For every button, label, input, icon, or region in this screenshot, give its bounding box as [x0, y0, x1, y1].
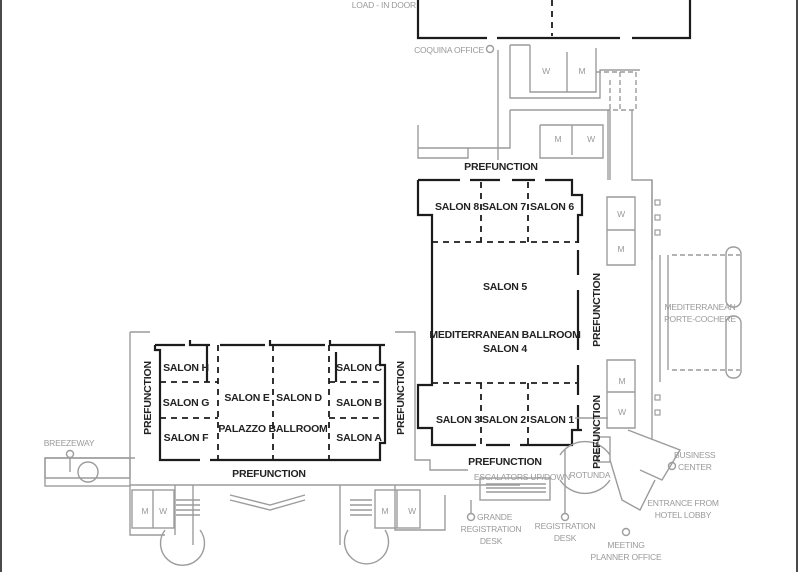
- label-grande-registration-line1: GRANDE: [477, 512, 513, 522]
- restroom-men: M: [382, 506, 389, 516]
- label-salon-3: SALON 3: [436, 414, 480, 426]
- label-prefunction-north: PREFUNCTION: [464, 161, 538, 173]
- label-salon-b: SALON B: [336, 397, 382, 409]
- label-salon-7: SALON 7: [482, 201, 526, 213]
- label-prefunction-west: PREFUNCTION: [142, 361, 154, 435]
- label-meeting-planner-line1: MEETING: [607, 540, 644, 550]
- restroom-men: M: [555, 134, 562, 144]
- label-salon-6: SALON 6: [530, 201, 574, 213]
- label-salon-4: SALON 4: [483, 343, 527, 355]
- palazzo-ballroom-walls: [153, 340, 387, 462]
- label-prefunction-mid: PREFUNCTION: [395, 361, 407, 435]
- restroom-women: W: [159, 506, 167, 516]
- label-salon-c: SALON C: [336, 362, 382, 374]
- restroom-women: W: [408, 506, 416, 516]
- service-area-north: [417, 44, 653, 260]
- label-registration-desk-line2: DESK: [554, 533, 577, 543]
- room-labels: PREFUNCTION SALON 8 SALON 7 SALON 6 SALO…: [142, 161, 603, 480]
- restroom-men: M: [618, 244, 625, 254]
- label-entrance-line2: HOTEL LOBBY: [655, 510, 712, 520]
- label-rotunda: ROTUNDA: [570, 470, 611, 480]
- label-prefunction-south-med: PREFUNCTION: [468, 456, 542, 468]
- restroom-labels: W M M W W M M W M W M W: [142, 66, 627, 516]
- label-porte-cochere-line1: MEDITERRANEAN: [664, 302, 735, 312]
- label-salon-a: SALON A: [336, 432, 382, 444]
- restroom-men: M: [619, 376, 626, 386]
- label-porte-cochere-line2: PORTE-COCHERE: [664, 314, 736, 324]
- label-salon-1: SALON 1: [530, 414, 574, 426]
- restroom-women: W: [618, 407, 626, 417]
- label-salon-g: SALON G: [163, 397, 209, 409]
- label-palazzo-ballroom: PALAZZO BALLROOM: [218, 423, 328, 435]
- restroom-women: W: [617, 209, 625, 219]
- service-area-east: [606, 180, 682, 481]
- restroom-women: W: [587, 134, 595, 144]
- location-markers: [65, 44, 677, 537]
- label-grande-registration-line2: REGISTRATION: [461, 524, 522, 534]
- label-business-center-line1: BUSINESS: [674, 450, 716, 460]
- label-salon-f: SALON F: [164, 432, 209, 444]
- mediterranean-ballroom-walls: [416, 178, 584, 447]
- restroom-women: W: [542, 66, 550, 76]
- label-salon-8: SALON 8: [435, 201, 479, 213]
- label-grande-registration-line3: DESK: [480, 536, 503, 546]
- label-breezeway: BREEZEWAY: [44, 438, 95, 448]
- label-salon-d: SALON D: [276, 392, 322, 404]
- label-salon-5: SALON 5: [483, 281, 527, 293]
- landmark-labels: LOAD - IN DOOR COQUINA OFFICE MEDITERRAN…: [44, 0, 737, 562]
- label-escalators: ESCALATORS UP/DOWN: [474, 472, 570, 482]
- label-load-in-door: LOAD - IN DOOR: [352, 0, 416, 10]
- restroom-men: M: [142, 506, 149, 516]
- label-prefunction-east-lower: PREFUNCTION: [591, 395, 603, 469]
- label-meeting-planner-line2: PLANNER OFFICE: [591, 552, 662, 562]
- label-prefunction-east-upper: PREFUNCTION: [591, 273, 603, 347]
- exhibit-hall: [416, 0, 692, 40]
- service-area-south: [44, 331, 656, 567]
- label-coquina-office: COQUINA OFFICE: [414, 45, 484, 55]
- label-entrance-line1: ENTRANCE FROM: [647, 498, 719, 508]
- label-salon-e: SALON E: [224, 392, 269, 404]
- label-mediterranean-ballroom: MEDITERRANEAN BALLROOM: [429, 329, 581, 341]
- restroom-men: M: [579, 66, 586, 76]
- label-registration-desk-line1: REGISTRATION: [535, 521, 596, 531]
- label-prefunction-south-palazzo: PREFUNCTION: [232, 468, 306, 480]
- label-salon-2: SALON 2: [482, 414, 526, 426]
- porte-cochere: [667, 246, 742, 379]
- label-salon-h: SALON H: [163, 362, 209, 374]
- label-business-center-line2: CENTER: [678, 462, 712, 472]
